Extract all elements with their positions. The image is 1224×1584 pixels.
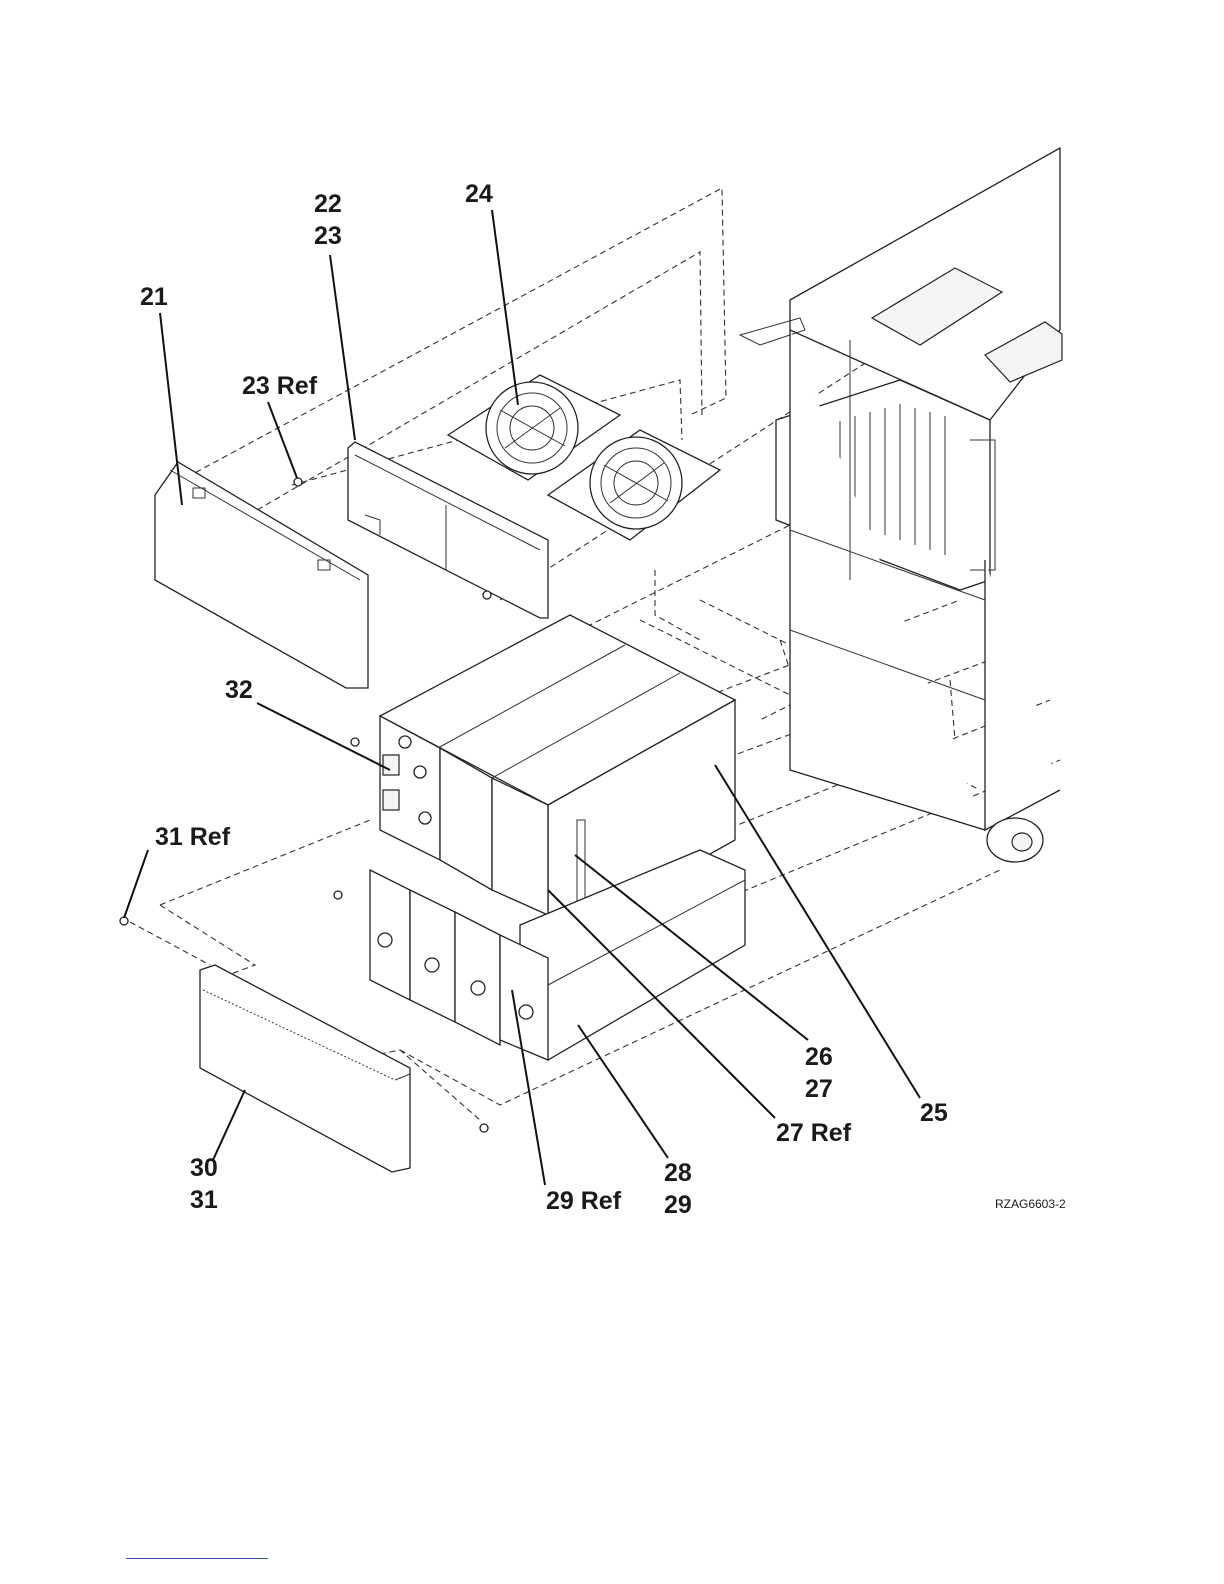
callout-28: 28 [664,1159,692,1187]
callout-32: 32 [225,676,253,704]
callout-27-ref: 27 Ref [776,1119,852,1147]
callout-25: 25 [920,1099,948,1127]
leader-23ref [268,402,297,478]
leader-22-23 [330,255,355,440]
leader-31ref [124,850,148,918]
leader-32 [257,703,390,770]
footer-rule [126,1558,268,1559]
callout-26: 26 [805,1043,833,1071]
figure-id: RZAG6603-2 [995,1197,1066,1211]
cover-panel-21 [155,462,368,688]
leader-28-29 [578,1025,668,1158]
callout-31: 31 [190,1186,218,1214]
callout-29-ref: 29 Ref [546,1187,622,1215]
leader-24 [492,210,518,405]
callout-27: 27 [805,1075,833,1103]
callout-23-ref: 23 Ref [242,372,318,400]
leader-30-31 [213,1090,245,1160]
callout-21: 21 [140,283,168,311]
callout-31-ref: 31 Ref [155,823,231,851]
callout-30: 30 [190,1154,218,1182]
callout-24: 24 [465,180,493,208]
callout-29: 29 [664,1191,692,1219]
system-frame [740,148,1062,862]
callout-23: 23 [314,222,342,250]
callout-22: 22 [314,190,342,218]
